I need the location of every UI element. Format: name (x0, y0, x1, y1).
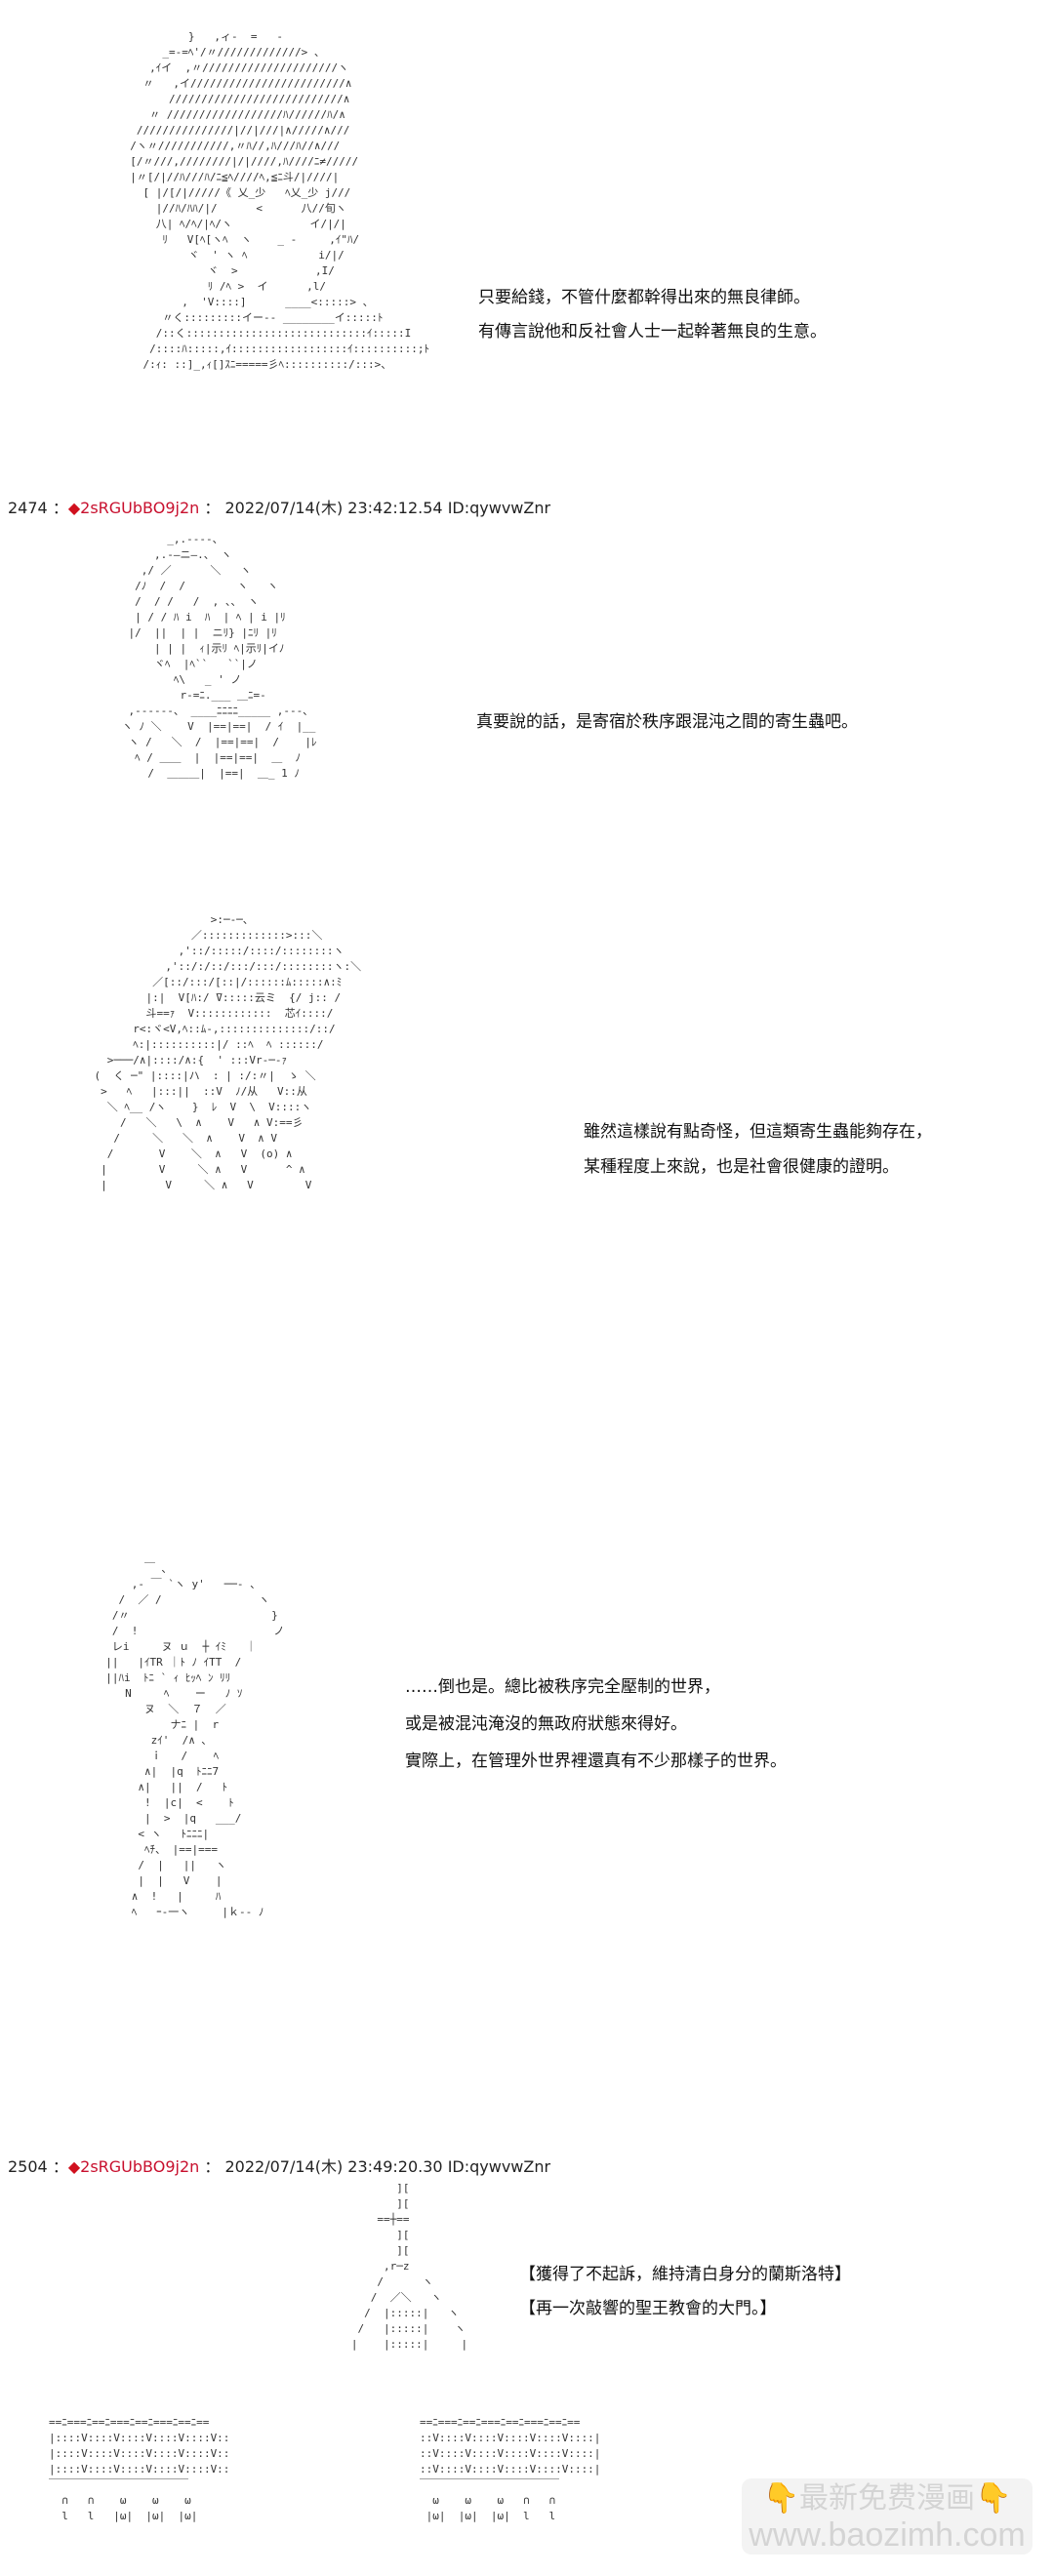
poster-trip[interactable]: 2sRGUbBO9j2n (80, 499, 200, 517)
watermark-slogan: 最新免费漫画 (799, 2481, 975, 2516)
ascii-art-lawyer: } ,ィ- = - _=-=ﾍ'/〃/////////////> 、 ,ｲイ ,… (130, 30, 430, 371)
post-datetime: 2022/07/14(木) 23:42:12.54 (224, 499, 443, 517)
ascii-art-character: _,.----、 ,.-―ニ―.、 ヽ ,/ ／ ＼ ヽ /ﾉ / / ヽ ヽ … (121, 533, 317, 780)
narration-line: 有傳言說他和反社會人士一起幹著無良的生意。 (478, 322, 827, 342)
separator: ： (52, 499, 68, 517)
post-datetime: 2022/07/14(木) 23:49:20.30 (224, 2157, 443, 2176)
diamond-icon: ◆ (67, 2157, 81, 2176)
narration-line: 或是被混沌淹沒的無政府狀態來得好。 (405, 1714, 687, 1734)
post-header: 2504 ：◆2sRGUbBO9j2n ： 2022/07/14(木) 23:4… (8, 2157, 550, 2177)
ascii-art-church-wall-left: ==ﾆ===ﾆ==ﾆ===ﾆ==ﾆ===ﾆ==ﾆ== |::::V::::V::… (49, 2416, 230, 2522)
narration-line: ……倒也是。總比被秩序完全壓制的世界， (405, 1677, 720, 1697)
narration-line: 【獲得了不起訴，維持清白身分的蘭斯洛特】 (519, 2265, 851, 2284)
poster-id: ID:qywvwZnr (447, 2157, 551, 2176)
ascii-art-character-with-staff: >:─-─、 ／:::::::::::::>:::＼ ,'::/:::::/::… (94, 913, 362, 1191)
poster-trip[interactable]: 2sRGUbBO9j2n (80, 2157, 200, 2176)
separator: ： (204, 499, 221, 517)
ascii-art-church-wall-right: ==ﾆ===ﾆ==ﾆ===ﾆ==ﾆ===ﾆ==ﾆ== ::V::::V::::V… (420, 2416, 601, 2522)
pointing-down-hand-icon: 👇 (762, 2481, 799, 2516)
narration-line: 雖然這樣說有點奇怪，但這類寄生蟲能夠存在， (584, 1122, 932, 1142)
post-header: 2474 ：◆2sRGUbBO9j2n ： 2022/07/14(木) 23:4… (8, 499, 550, 518)
watermark-url: www.baozimh.com (749, 2516, 1026, 2554)
post-number: 2504 (8, 2157, 48, 2176)
diamond-icon: ◆ (67, 499, 81, 517)
poster-id: ID:qywvwZnr (447, 499, 551, 517)
pointing-down-hand-icon: 👇 (975, 2481, 1012, 2516)
narration-line: 某種程度上來說，也是社會很健康的證明。 (584, 1157, 899, 1177)
separator: ： (52, 2157, 68, 2176)
watermark: 👇最新免费漫画👇 www.baozimh.com (742, 2478, 1033, 2555)
post-number: 2474 (8, 499, 48, 517)
ascii-art-girl: ￣ ､ ,- ￣ `ヽ y' ──- 、 / ／ / ヽ /〃 } / ! ノ … (105, 1562, 285, 1918)
ascii-art-church-spire: ][ ][ ==┼== ][ ][ ,r─z / ヽ / ／＼ ヽ / |:::… (350, 2182, 468, 2351)
narration-line: 實際上，在管理外世界裡還真有不少那樣子的世界。 (405, 1751, 787, 1771)
narration-line: 真要說的話，是寄宿於秩序跟混沌之間的寄生蟲吧。 (476, 712, 858, 732)
narration-line: 只要給錢，不管什麼都幹得出來的無良律師。 (478, 288, 810, 307)
narration-line: 【再一次敲響的聖王教會的大門。】 (519, 2299, 777, 2318)
separator: ： (204, 2157, 221, 2176)
